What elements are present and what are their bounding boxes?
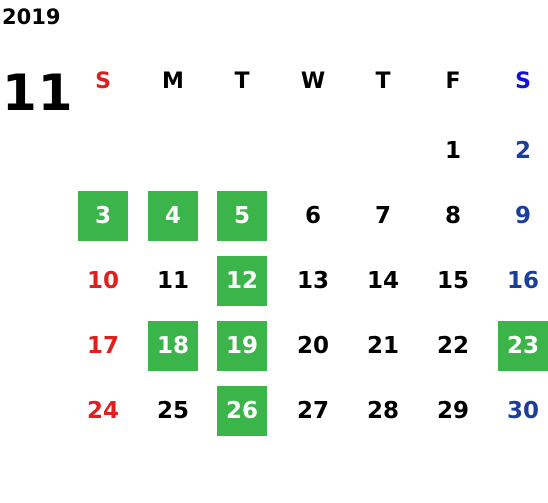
day-cell-3[interactable]: 3 [78,191,128,241]
weekday-header-sun: S [95,68,111,94]
calendar-year: 2019 [2,5,61,29]
day-cell-26[interactable]: 26 [217,386,267,436]
day-cell-6[interactable]: 6 [304,203,321,229]
day-cell-5[interactable]: 5 [217,191,267,241]
day-cell-18[interactable]: 18 [148,321,198,371]
day-cell-21[interactable]: 21 [366,333,399,359]
day-cell-1[interactable]: 1 [444,138,461,164]
day-cell-15[interactable]: 15 [436,268,469,294]
day-cell-20[interactable]: 20 [296,333,329,359]
day-cell-24[interactable]: 24 [86,398,119,424]
day-cell-19[interactable]: 19 [217,321,267,371]
day-cell-25[interactable]: 25 [156,398,189,424]
calendar-month: 11 [2,64,74,122]
day-cell-30[interactable]: 30 [506,398,539,424]
day-cell-28[interactable]: 28 [366,398,399,424]
day-cell-8[interactable]: 8 [444,203,461,229]
week-row-3: 10 11 12 13 14 15 16 [70,256,548,306]
week-row-5: 24 25 26 27 28 29 30 [70,386,548,436]
weekday-header-sat: S [515,68,531,94]
day-cell-13[interactable]: 13 [296,268,329,294]
weekday-header-mon: M [162,68,184,94]
weekday-header-thu: T [375,68,391,94]
day-cell-22[interactable]: 22 [436,333,469,359]
week-row-4: 17 18 19 20 21 22 23 [70,321,548,371]
day-cell-2[interactable]: 2 [514,138,531,164]
day-cell-7[interactable]: 7 [374,203,391,229]
day-cell-17[interactable]: 17 [86,333,119,359]
day-cell-14[interactable]: 14 [366,268,399,294]
weekday-header-wed: W [300,68,326,94]
day-cell-27[interactable]: 27 [296,398,329,424]
day-cell-23[interactable]: 23 [498,321,548,371]
day-cell-16[interactable]: 16 [506,268,539,294]
day-cell-12[interactable]: 12 [217,256,267,306]
weekday-header-fri: F [445,68,461,94]
day-cell-10[interactable]: 10 [86,268,119,294]
day-cell-29[interactable]: 29 [436,398,469,424]
weekday-header-tue: T [234,68,250,94]
day-cell-11[interactable]: 11 [156,268,189,294]
day-cell-9[interactable]: 9 [514,203,531,229]
day-cell-4[interactable]: 4 [148,191,198,241]
